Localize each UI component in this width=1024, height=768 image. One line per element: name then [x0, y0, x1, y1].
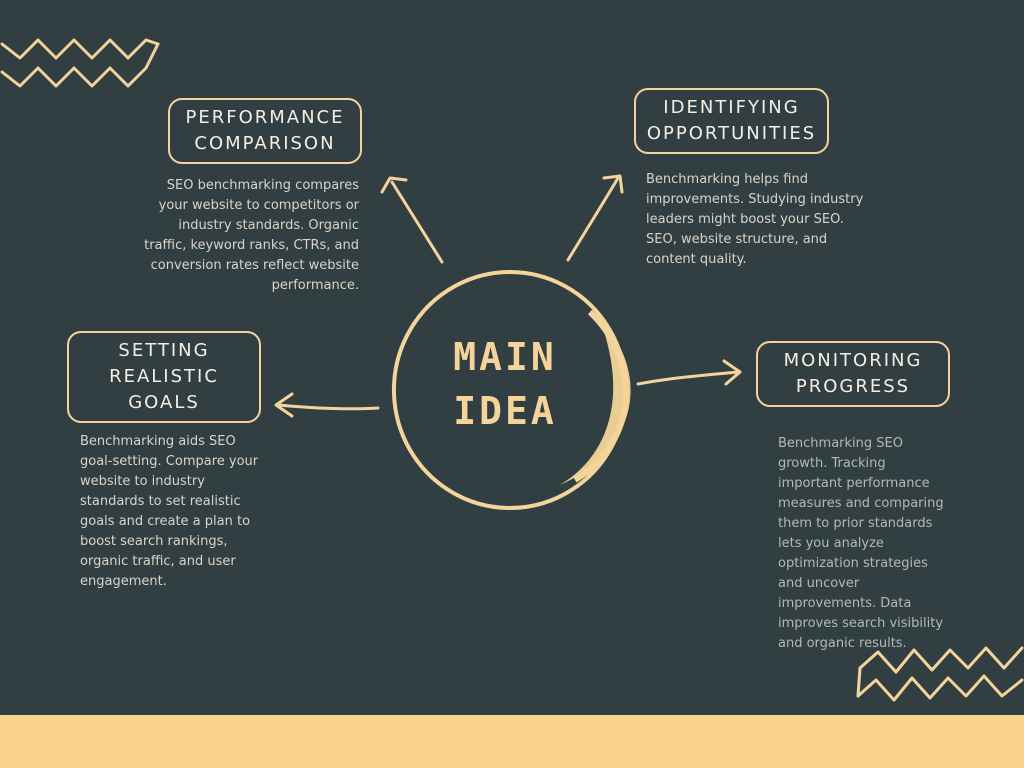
zigzag-bottom-right: [856, 646, 1024, 702]
monitoring-progress-description: Benchmarking SEO growth. Tracking import…: [778, 436, 944, 651]
monitoring-progress-box: MONITORING PROGRESS: [756, 341, 950, 407]
setting-realistic-goals-box: SETTING REALISTIC GOALS: [67, 331, 261, 423]
zigzag-top-left: [0, 38, 160, 88]
identifying-opportunities-title: IDENTIFYING OPPORTUNITIES: [646, 97, 817, 144]
footer-band: [0, 715, 1024, 768]
performance-comparison-box: PERFORMANCE COMPARISON: [168, 98, 362, 164]
performance-comparison-title: PERFORMANCE COMPARISON: [185, 107, 345, 154]
arrow-to-monitoring: [636, 359, 742, 386]
identifying-opportunities-box: IDENTIFYING OPPORTUNITIES: [634, 88, 829, 154]
performance-comparison-description: SEO benchmarking compares your website t…: [144, 178, 359, 293]
arrow-to-goals: [274, 392, 380, 418]
identifying-opportunities-description: Benchmarking helps find improvements. St…: [646, 172, 864, 267]
arrow-to-performance: [380, 176, 444, 264]
arrow-to-opportunities: [566, 174, 624, 262]
main-idea-label: MAIN IDEA: [453, 335, 557, 433]
monitoring-progress-title: MONITORING PROGRESS: [783, 350, 923, 397]
setting-realistic-goals-title: SETTING REALISTIC GOALS: [109, 340, 219, 413]
setting-realistic-goals-description: Benchmarking aids SEO goal-setting. Comp…: [80, 434, 259, 589]
